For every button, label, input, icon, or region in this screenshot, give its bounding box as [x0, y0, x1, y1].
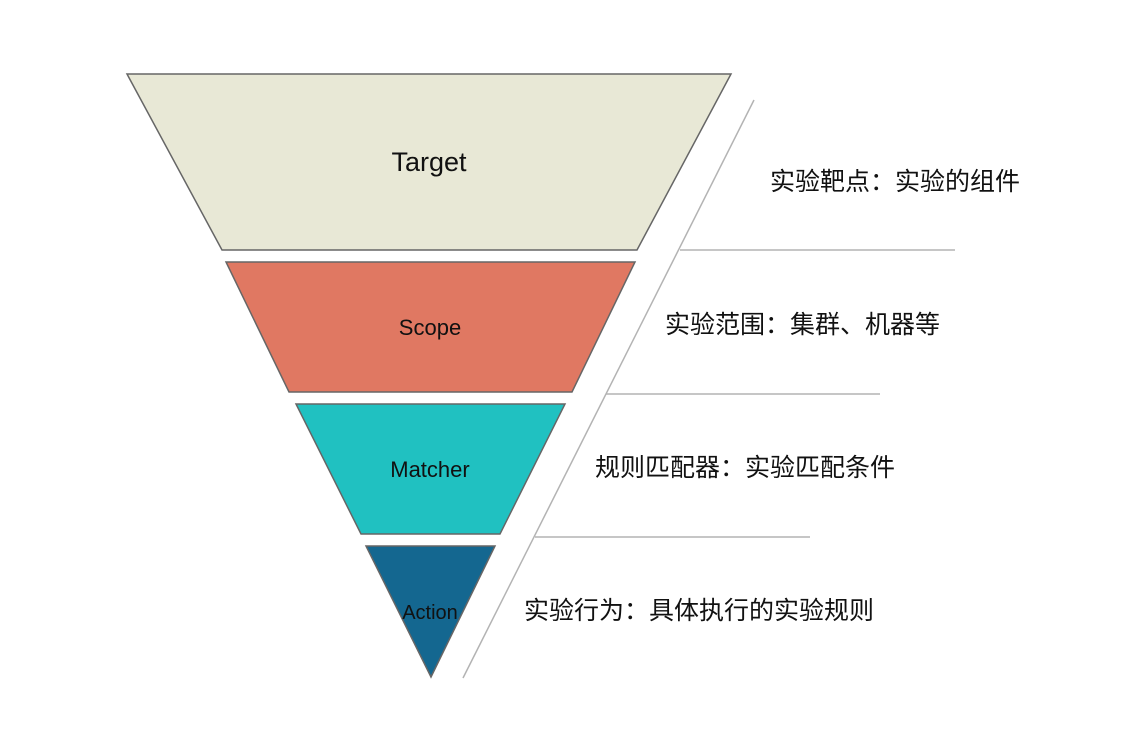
layer-label-action: Action — [402, 602, 458, 624]
funnel-segment-matcher — [294, 403, 567, 535]
layer-label-target: Target — [391, 147, 467, 177]
layer-description-target: 实验靶点：实验的组件 — [770, 167, 1020, 196]
layer-description-scope: 实验范围：集群、机器等 — [665, 310, 940, 339]
funnel-segment-target — [125, 73, 733, 251]
layer-description-matcher: 规则匹配器：实验匹配条件 — [595, 453, 895, 482]
layer-label-scope: Scope — [399, 315, 461, 340]
funnel-segment-scope — [224, 261, 637, 393]
layer-label-matcher: Matcher — [390, 457, 469, 482]
slanted-divider — [462, 99, 755, 679]
funnel-segment-action — [364, 545, 497, 679]
layer-description-action: 实验行为：具体执行的实验规则 — [524, 596, 874, 625]
